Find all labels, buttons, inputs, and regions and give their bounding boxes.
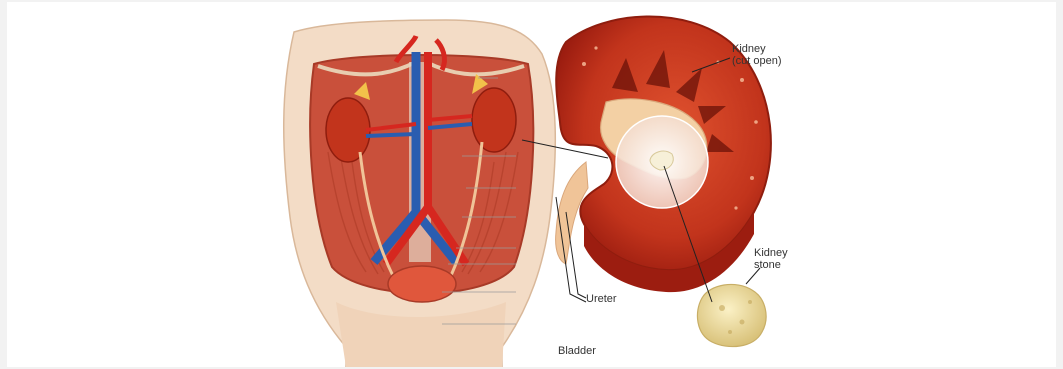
label-ureter: Ureter: [586, 293, 617, 305]
label-kidney-stone-1: Kidney: [754, 247, 788, 259]
anatomy-diagram: Kidney (cut open) Kidney stone Ureter Bl…: [266, 2, 812, 367]
kidney-stone: [697, 284, 766, 346]
kidney-stone-illustration: Kidney (cut open) Kidney stone Ureter Bl…: [266, 2, 812, 367]
label-kidney-cut-open-1: Kidney: [732, 43, 766, 55]
label-kidney-stone-2: stone: [754, 259, 781, 271]
label-bladder: Bladder: [558, 345, 596, 357]
label-kidney-cut-open-2: (cut open): [732, 55, 782, 67]
torso-bladder: [388, 266, 456, 302]
stone-zoom-circle: [616, 116, 708, 208]
